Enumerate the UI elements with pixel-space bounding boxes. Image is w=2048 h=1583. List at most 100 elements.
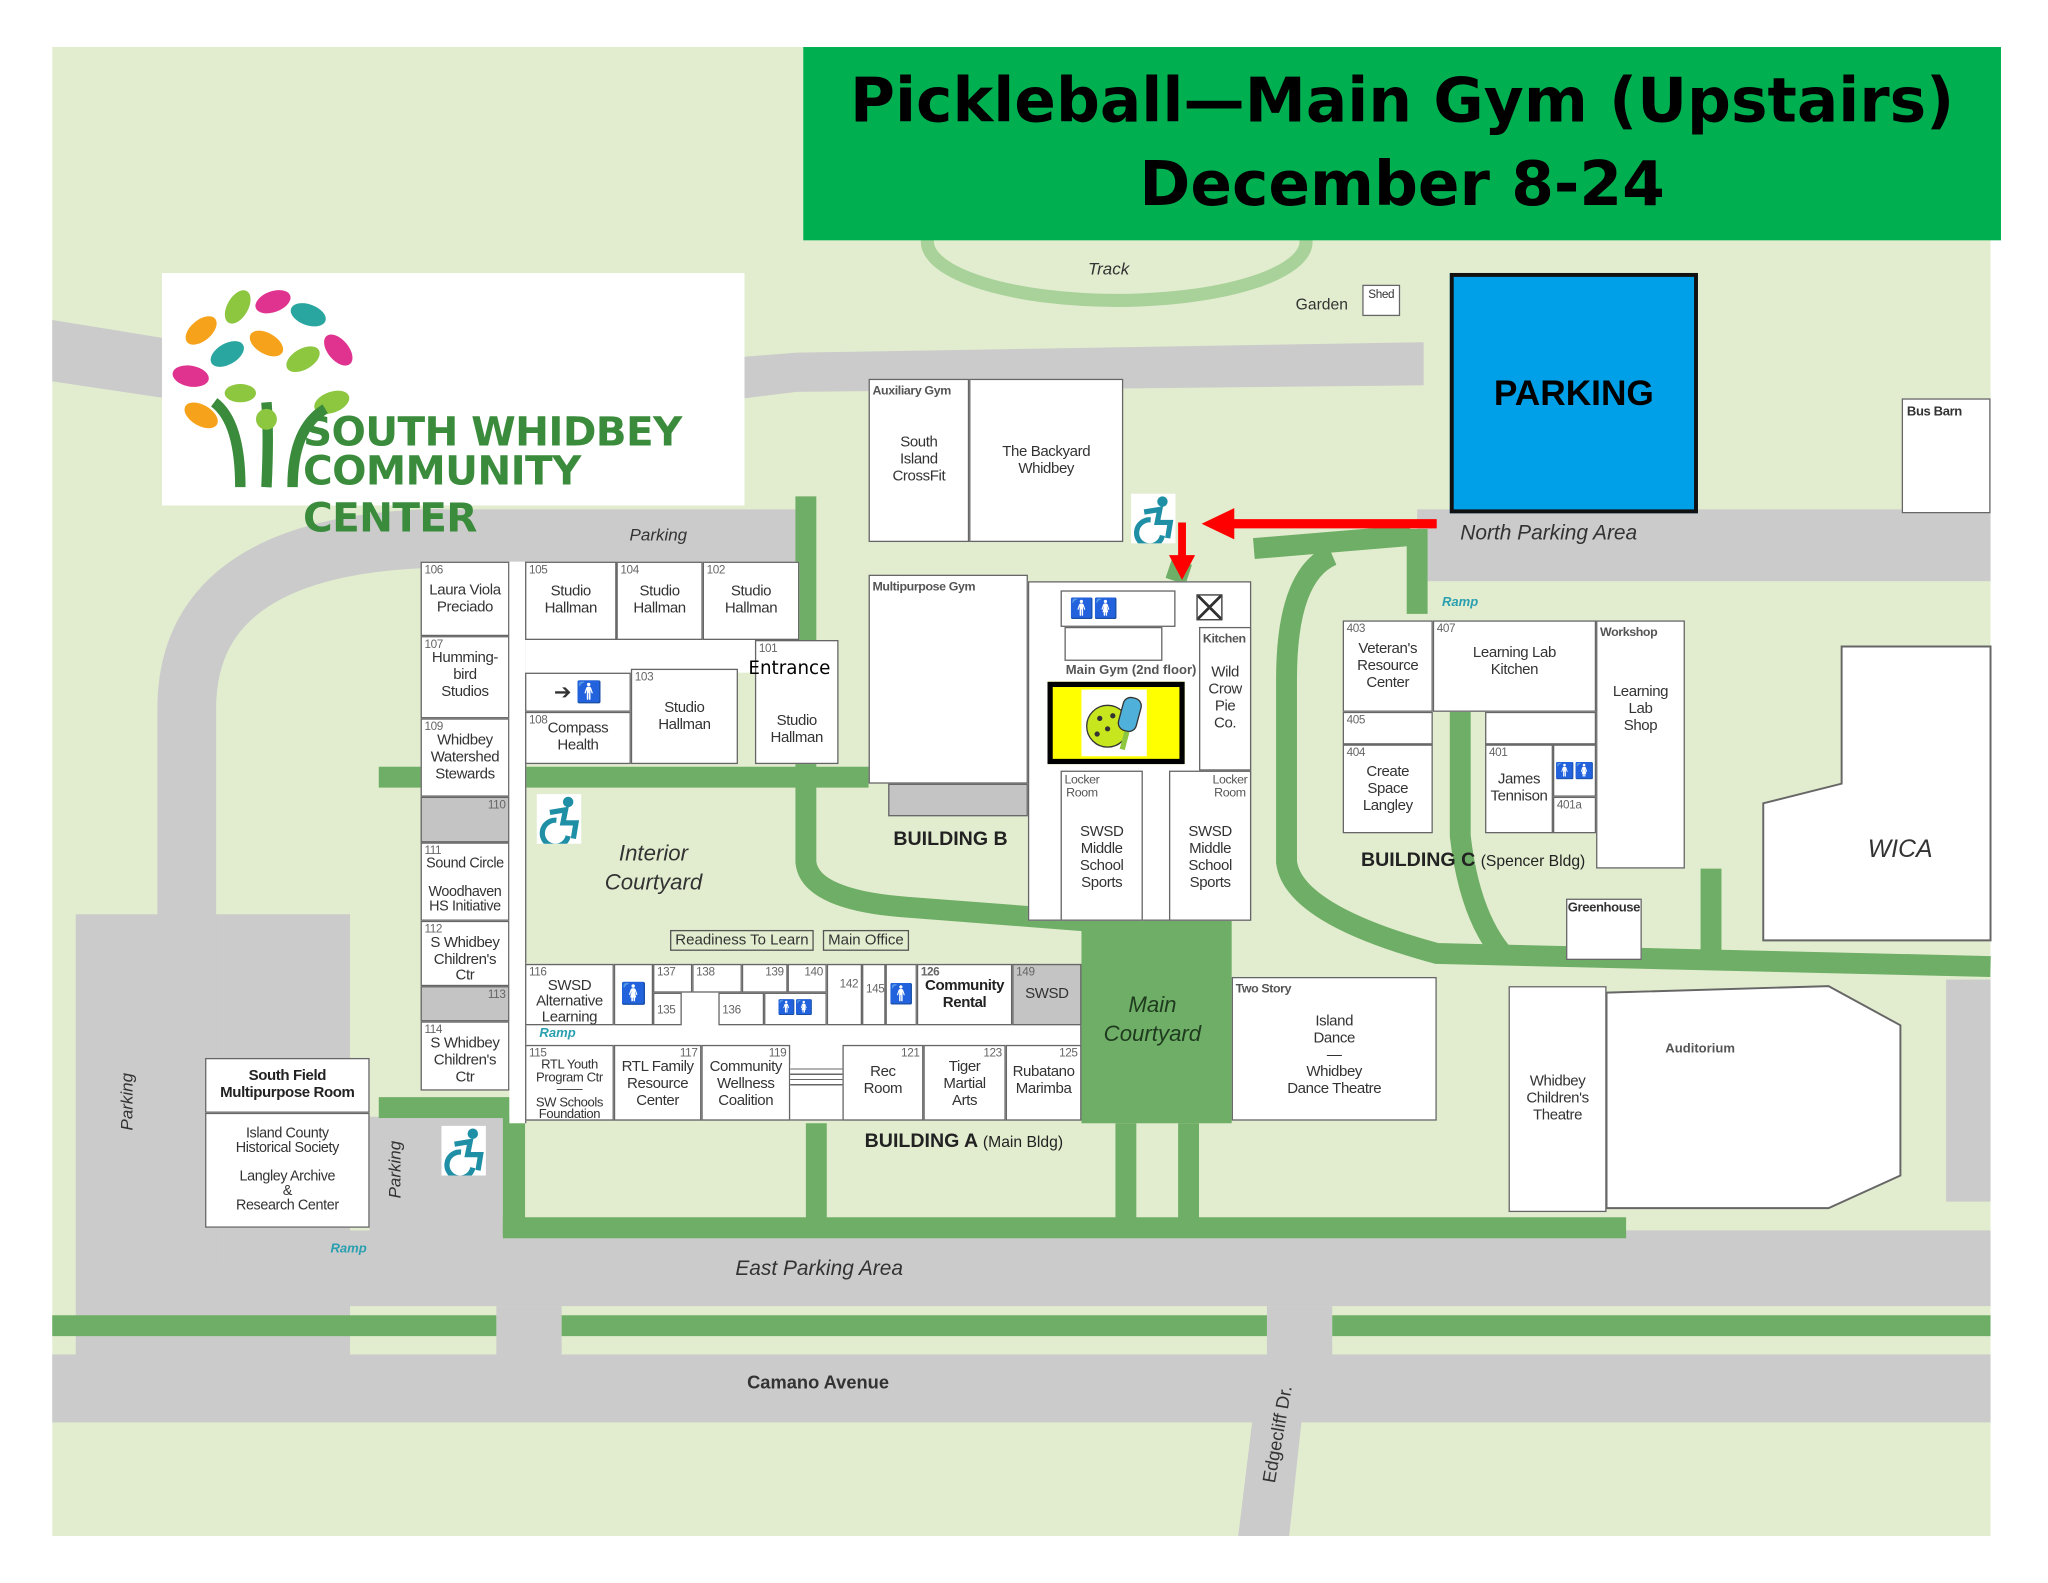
restroom: ➔ 🚹: [525, 672, 631, 712]
room-number: 103: [634, 670, 654, 684]
room-name: James Tennison: [1490, 771, 1548, 805]
room-138: 138: [692, 963, 742, 993]
room-number: 145: [865, 982, 885, 996]
main-courtyard-label: Main Courtyard: [1103, 992, 1202, 1047]
room-name: S Whidbey Children's Ctr: [430, 935, 500, 984]
room-number: 126: [920, 965, 940, 979]
room-number: 401: [1488, 745, 1508, 759]
room-name: Learning Lab Shop: [1612, 684, 1669, 735]
room-name: The Backyard Whidbey: [1002, 443, 1091, 477]
room-number: 104: [620, 562, 639, 576]
room-name: Whidbey Watershed Stewards: [430, 732, 500, 783]
restroom-icon: ➔ 🚹: [553, 681, 603, 704]
shed: Shed: [1362, 284, 1401, 317]
building-b-label: BUILDING B: [893, 828, 1008, 851]
room-number: 106: [424, 562, 443, 576]
room-name: Rec Room: [863, 1064, 903, 1098]
room-name: Humming- bird Studios: [431, 650, 499, 701]
building-c-sub: (Spencer Bldg): [1480, 851, 1586, 870]
room-405: 405: [1342, 711, 1433, 745]
hallway: [525, 639, 800, 673]
room-name: Studio Hallman: [633, 583, 686, 617]
room-number: 119: [768, 1046, 787, 1060]
room-name: Island County Historical Society Langley…: [235, 1125, 340, 1214]
auditorium-building: [1605, 985, 1902, 1210]
room-number: 137: [656, 965, 676, 979]
logo: SOUTH WHIDBEY COMMUNITY CENTER: [161, 272, 745, 542]
room-name: Tiger Martial Arts: [943, 1059, 986, 1109]
room-title: Multipurpose Gym: [872, 579, 976, 595]
main-gym-label: Main Gym (2nd floor): [1065, 663, 1197, 678]
room-number: 405: [1346, 713, 1366, 727]
room-name: RTL Youth Program Ctr —— SW Schools Foun…: [535, 1057, 604, 1122]
room-number: 142: [839, 976, 859, 991]
ramp-label: Ramp: [330, 1242, 367, 1257]
building-a-name: BUILDING A: [864, 1129, 978, 1152]
wica-building: [1762, 645, 1992, 942]
room-number: 115: [528, 1046, 547, 1060]
room-113: 113: [420, 986, 510, 1022]
room-number: 109: [424, 719, 443, 733]
track-label: Track: [1087, 258, 1130, 279]
room-number: 123: [983, 1046, 1002, 1060]
accessibility-icon: [441, 1125, 486, 1181]
room-139: 139: [741, 963, 788, 993]
room-name: Studio Hallman: [658, 699, 711, 733]
building-a-sub: (Main Bldg): [982, 1132, 1064, 1151]
dance-title: Two Story: [1235, 982, 1292, 997]
room-name: Community Wellness Coalition: [709, 1059, 783, 1109]
entrance-label: Entrance: [748, 658, 831, 680]
room-number: 105: [528, 562, 548, 576]
building-c-label: BUILDING C (Spencer Bldg): [1361, 849, 1585, 871]
accessibility-icon: [1131, 493, 1176, 549]
tree-logo-icon: [172, 290, 353, 488]
room-number: 401a: [1556, 798, 1582, 812]
room-number: 125: [1059, 1046, 1078, 1060]
parking-label: Parking: [629, 525, 688, 545]
bus-barn: Bus Barn: [1901, 398, 1991, 514]
interior-courtyard-label: Interior Courtyard: [604, 841, 703, 895]
restroom-icon: 🚹🚺: [764, 992, 827, 1026]
room-name: Wild Crow Pie Co.: [1208, 664, 1242, 732]
room-name: Studio Hallman: [544, 583, 598, 617]
banner-dates: December 8-24: [1139, 148, 1665, 221]
direction-arrows: [1168, 508, 1437, 580]
room-number: 107: [424, 637, 443, 651]
room-name: Compass Health: [547, 720, 609, 754]
ramp-label: Ramp: [1441, 595, 1479, 610]
room-number: 111: [424, 843, 442, 857]
room-name: South Island CrossFit: [892, 434, 946, 485]
womens-restroom-icon: 🚺: [613, 963, 654, 1026]
greenhouse: Greenhouse: [1566, 898, 1642, 960]
room-number: 404: [1346, 745, 1366, 759]
room-number: 135: [656, 1003, 676, 1017]
room-137: 137: [653, 963, 693, 993]
room-number: 110: [487, 798, 506, 812]
room-name: Island Dance — Whidbey Dance Theatre: [1287, 1012, 1382, 1097]
logo-line1: SOUTH WHIDBEY: [303, 408, 682, 456]
room-number: 102: [706, 562, 726, 576]
stair-landing: [1064, 626, 1163, 661]
building-a-label: BUILDING A (Main Bldg): [865, 1130, 1063, 1152]
room-number: 114: [424, 1022, 443, 1036]
room-number: 140: [804, 965, 823, 979]
